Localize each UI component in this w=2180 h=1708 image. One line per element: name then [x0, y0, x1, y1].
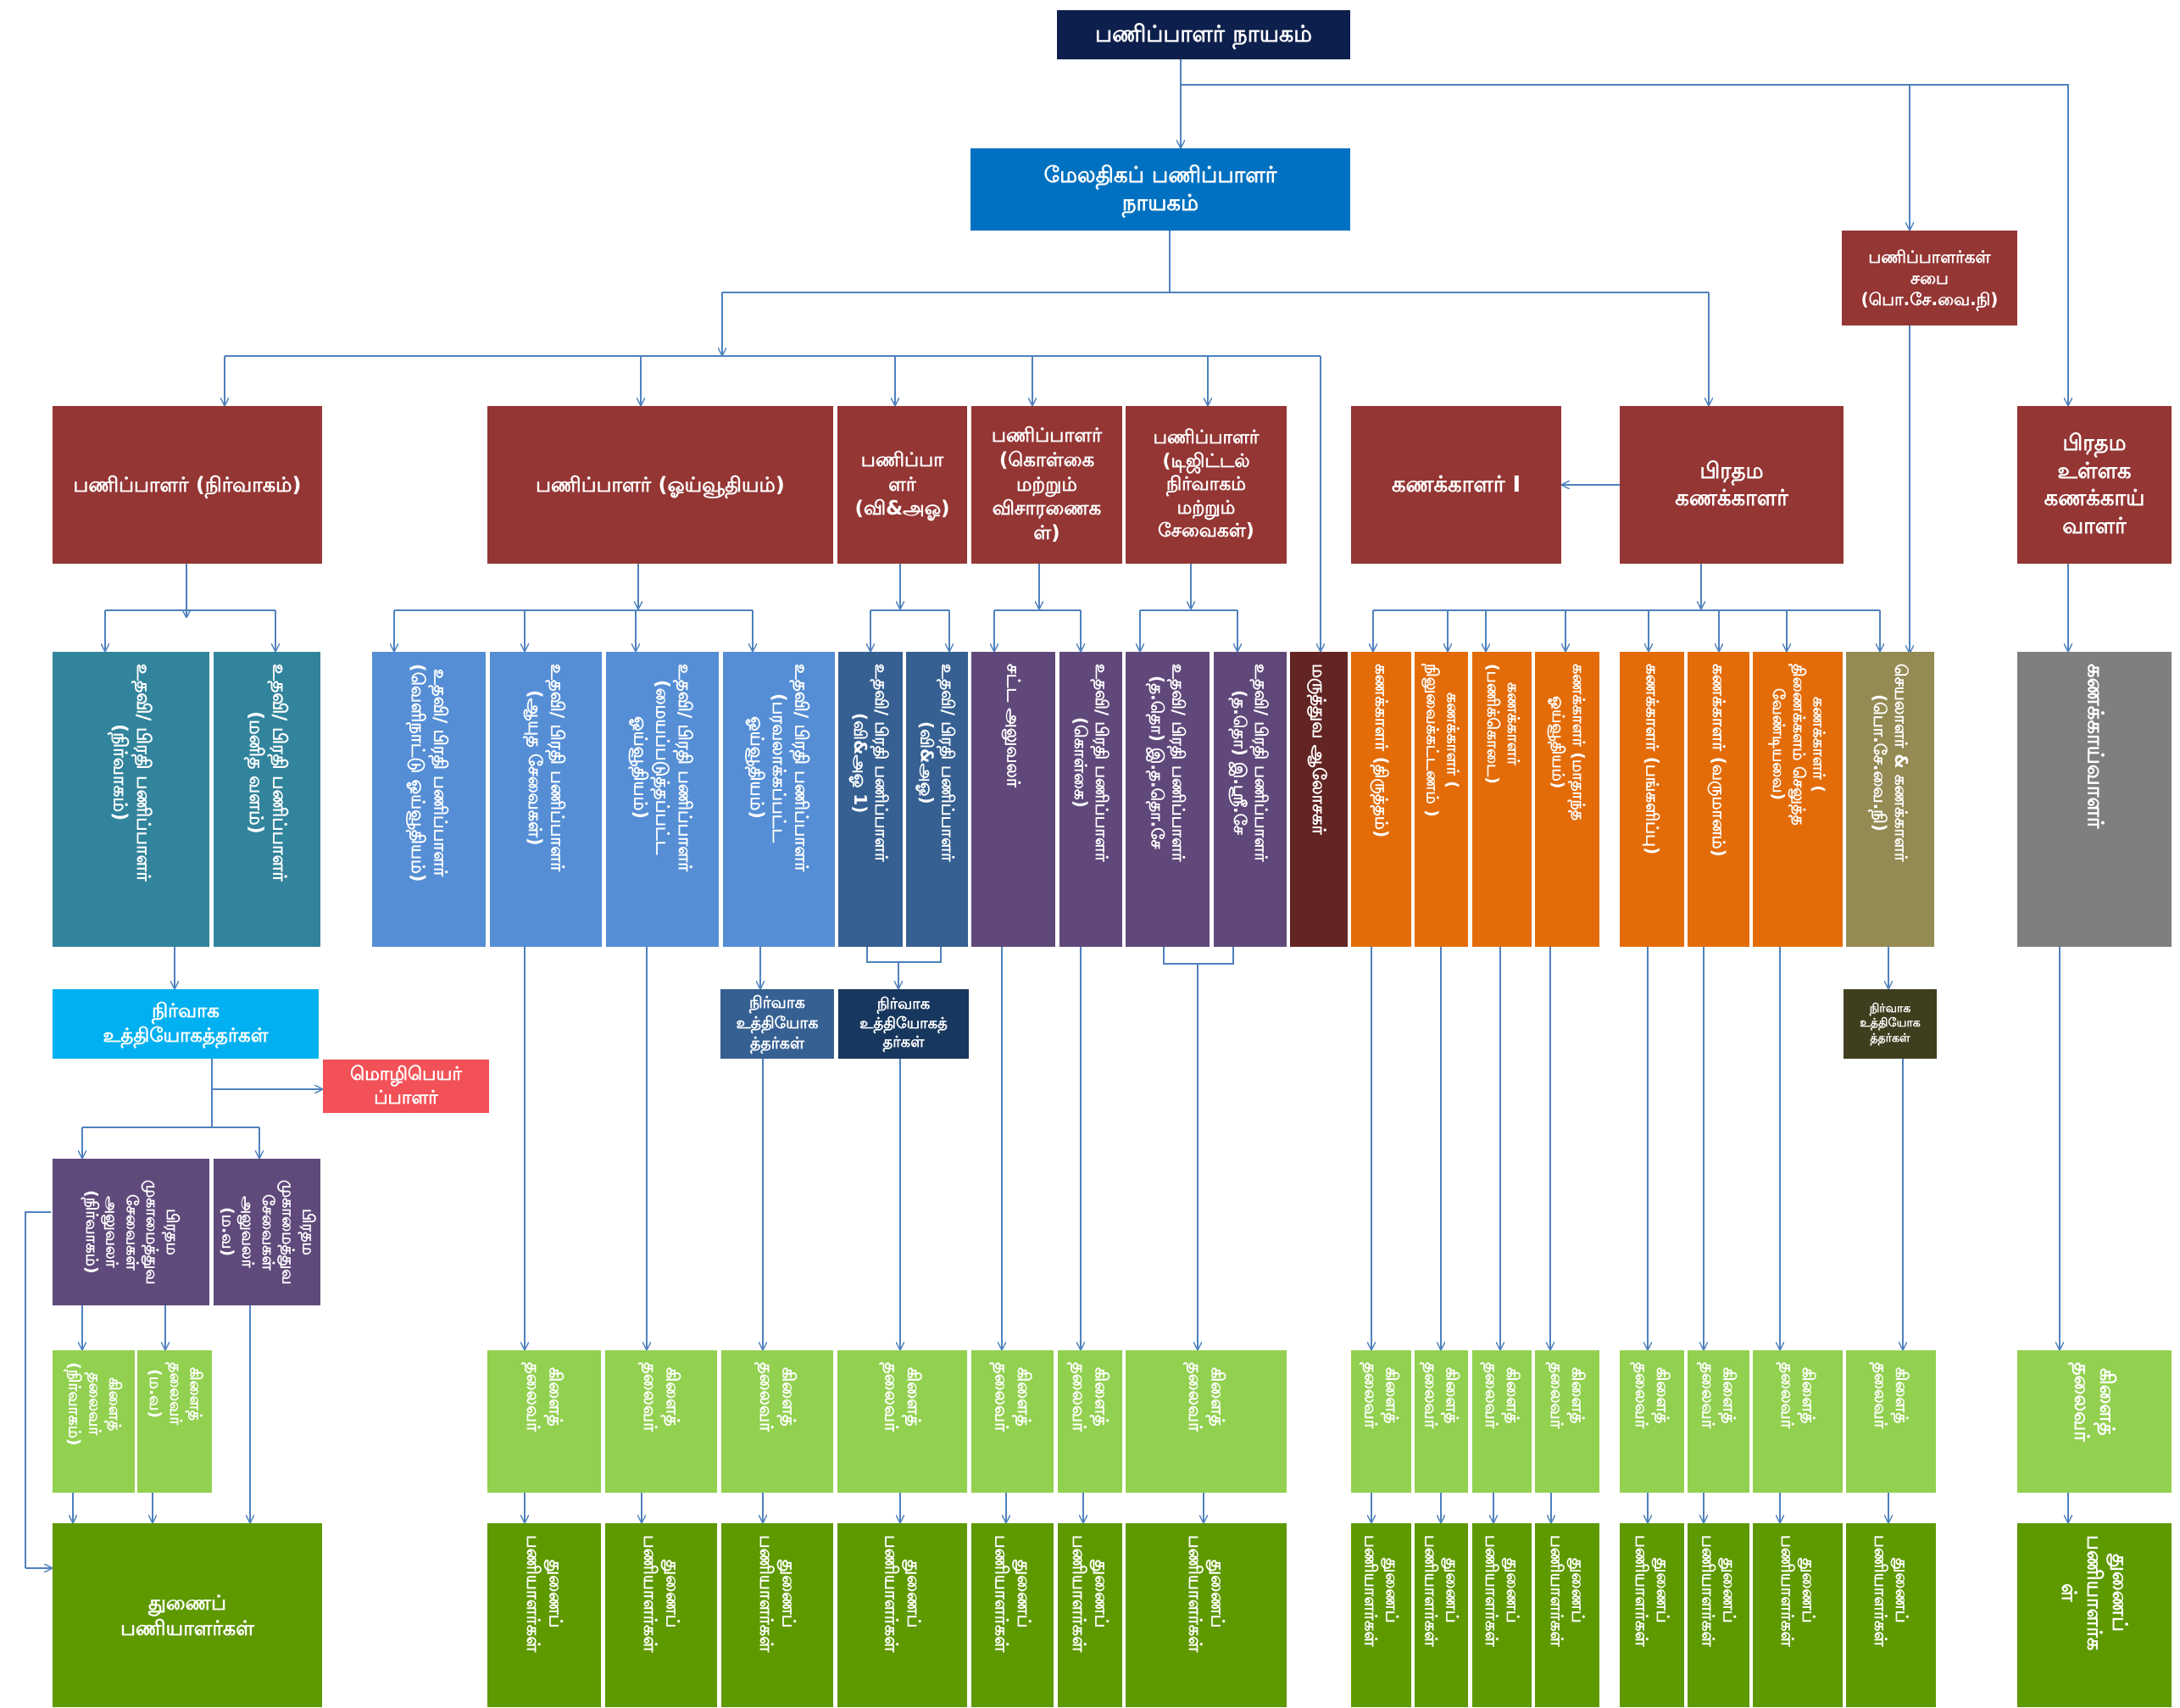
support-staff-audit-box: துணைப் பணியாளர்கள்: [1351, 1523, 1411, 1707]
connector-line: [1163, 947, 1234, 965]
adir-wa-box: உதவி/ பிரதி பணிப்பாளர் (வி&அஓ): [906, 652, 968, 947]
director-policy-box: பணிப்பாளர் (கொள்கை மற்றும் விசாரணைக ள்): [971, 406, 1122, 564]
support-staff-digital-box: துணைப் பணியாளர்கள்: [1126, 1523, 1287, 1707]
support-staff-gratuity-box: துணைப் பணியாளர்கள்: [1472, 1523, 1532, 1707]
secretary-accountant-box: செயலாளர் & கணக்காளர் (பொ.சே.வை.நி): [1846, 652, 1934, 947]
branch-head-admin-box: கிளைத் தலைவர் (நிர்வாகம்): [53, 1350, 135, 1493]
admin-officers-pension-box: நிர்வாக உத்தியோக த்தர்கள்: [720, 989, 834, 1059]
connector-line: [1181, 84, 2069, 220]
support-staff-wa-box: துணைப் பணியாளர்கள்: [837, 1523, 967, 1707]
support-staff-board-box: துணைப் பணியாளர்கள்: [1846, 1523, 1936, 1707]
directors-board-box: பணிப்பாளர்கள் சபை (பொ.சே.வை.நி): [1842, 231, 2017, 325]
admin-officers-box: நிர்வாக உத்தியோகத்தர்கள்: [53, 989, 319, 1059]
legal-officer-box: சட்ட அலுவலர்: [971, 652, 1055, 947]
branch-head-audit-unit-box: கிளைத் தலைவர்: [2017, 1350, 2172, 1493]
support-staff-audit-unit-box: துணைப் பணியாளர்க ள்: [2017, 1523, 2172, 1707]
accountant-dependents-box: கணக்காளர் ( திணைக்களம் செலுத்த வேண்டியவை…: [1753, 652, 1843, 947]
support-staff-policy-box: துணைப் பணியாளர்கள்: [1058, 1523, 1122, 1707]
branch-head-legal-box: கிளைத் தலைவர்: [971, 1350, 1054, 1493]
accountant-audit-box: கணக்காளர் (திருத்தம்): [1351, 652, 1411, 947]
branch-head-decentral-box: கிளைத் தலைவர்: [721, 1350, 833, 1493]
admin-officers-board-box: நிர்வாக உத்தியோக த்தர்கள்: [1844, 989, 1937, 1059]
branch-head-dependents-box: கிளைத் தலைவர்: [1753, 1350, 1843, 1493]
chief-internal-auditor-box: பிரதம உள்ளக கணக்காய் வாளர்: [2017, 406, 2172, 564]
branch-head-policy-box: கிளைத் தலைவர்: [1058, 1350, 1122, 1493]
support-staff-monthly-box: துணைப் பணியாளர்கள்: [1535, 1523, 1599, 1707]
adir-admin-box: உதவி/ பிரதி பணிப்பாளர் (நிர்வாகம்): [53, 652, 209, 947]
additional-registrar-general-box: மேலதிகப் பணிப்பாளர் நாயகம்: [970, 148, 1350, 231]
adir-central-box: உதவி/ பிரதி பணிப்பாளர் (மையப்படுத்தப்பட்…: [606, 652, 719, 947]
branch-head-audit-box: கிளைத் தலைவர்: [1351, 1350, 1411, 1493]
support-staff-revenue-box: துணைப் பணியாளர்கள்: [1688, 1523, 1749, 1707]
adir-wa1-box: உதவி/ பிரதி பணிப்பாளர் (வி&அஓ 1): [838, 652, 903, 947]
accountant-payments-box: கணக்காளர் (பங்களிப்பு): [1620, 652, 1684, 947]
branch-head-board-box: கிளைத் தலைவர்: [1846, 1350, 1936, 1493]
branch-head-central-box: கிளைத் தலைவர்: [605, 1350, 717, 1493]
connector-line: [25, 1211, 51, 1568]
support-staff-reconcile-box: துணைப் பணியாளர்கள்: [1415, 1523, 1468, 1707]
adir-it-services-box: உதவி/ பிரதி பணிப்பாளர் (த.தொ) இ.த.தொ.சே: [1126, 652, 1210, 947]
branch-head-hr-box: கிளைத் தலைவர் (ம.வ): [137, 1350, 212, 1493]
registrar-general-box: பணிப்பாளர் நாயகம்: [1057, 10, 1350, 59]
support-staff-decentral-box: துணைப் பணியாளர்கள்: [721, 1523, 833, 1707]
admin-officers-wa-box: நிர்வாக உத்தியோகத் தர்கள்: [838, 989, 969, 1059]
branch-head-revenue-box: கிளைத் தலைவர்: [1688, 1350, 1749, 1493]
connector-line: [866, 947, 942, 963]
branch-head-monthly-box: கிளைத் தலைவர்: [1535, 1350, 1599, 1493]
accountant-gratuity-box: கணக்காளர் (பணிக்கொடை): [1472, 652, 1532, 947]
accountant-reconcile-box: கணக்காளர் ( நிலுவைக்கட்டணம் ): [1415, 652, 1468, 947]
support-staff-legal-box: துணைப் பணியாளர்கள்: [971, 1523, 1054, 1707]
adir-it-info-box: உதவி/ பிரதி பணிப்பாளர் (த.தொ) இ.ஸ்ரீ.சே: [1214, 652, 1287, 947]
adir-forces-box: உதவி/ பிரதி பணிப்பாளர் (ஆயுத சேவைகள்): [490, 652, 602, 947]
director-wa-box: பணிப்பா ளர் (வி&அஓ): [837, 406, 967, 564]
director-admin-box: பணிப்பாளர் (நிர்வாகம்): [53, 406, 322, 564]
adir-decentral-box: உதவி/ பிரதி பணிப்பாளர் (பரவலாக்கப்பட்ட ஓ…: [723, 652, 835, 947]
branch-head-digital-box: கிளைத் தலைவர்: [1126, 1350, 1287, 1493]
branch-head-payments-box: கிளைத் தலைவர்: [1620, 1350, 1684, 1493]
support-staff-admin-box: துணைப் பணியாளர்கள்: [53, 1523, 322, 1707]
support-staff-central-box: துணைப் பணியாளர்கள்: [605, 1523, 717, 1707]
director-pension-box: பணிப்பாளர் (ஓய்வூதியம்): [487, 406, 833, 564]
adir-policy-box: உதவி/ பிரதி பணிப்பாளர் (கொள்கை): [1059, 652, 1122, 947]
support-staff-dependents-box: துணைப் பணியாளர்கள்: [1753, 1523, 1843, 1707]
chief-mgmt-hr-box: பிரதம முகாமைத்துவ சேவைகள் அலுவலர் (ம.வ): [214, 1159, 320, 1305]
branch-head-wa-box: கிளைத் தலைவர்: [837, 1350, 967, 1493]
support-staff-forces-box: துணைப் பணியாளர்கள்: [487, 1523, 601, 1707]
support-staff-payments-box: துணைப் பணியாளர்கள்: [1620, 1523, 1684, 1707]
director-digital-box: பணிப்பாளர் (டிஜிட்டல் நிர்வாகம் மற்றும் …: [1126, 406, 1287, 564]
chief-mgmt-admin-box: பிரதம முகாமைத்துவ சேவைகள் அலுவலர் (நிர்வ…: [53, 1159, 209, 1305]
translator-box: மொழிபெயர் ப்பாளர்: [323, 1060, 489, 1113]
accountant-1-box: கணக்காளர் I: [1351, 406, 1561, 564]
adir-hr-box: உதவி/ பிரதி பணிப்பாளர் (மனித வளம்): [214, 652, 320, 947]
adir-external-box: உதவி/ பிரதி பணிப்பாளர் (வெளிநாட்டு ஓய்வூ…: [372, 652, 486, 947]
internal-auditor-box: கணக்காய்வாளர்: [2017, 652, 2172, 947]
chief-accountant-box: பிரதம கணக்காளர்: [1620, 406, 1844, 564]
branch-head-reconcile-box: கிளைத் தலைவர்: [1415, 1350, 1468, 1493]
accountant-revenue-box: கணக்காளர் (வருமானம்): [1688, 652, 1749, 947]
branch-head-forces-box: கிளைத் தலைவர்: [487, 1350, 601, 1493]
medical-consultant-box: மருத்துவ ஆலோசகர்: [1290, 652, 1348, 947]
accountant-monthly-box: கணக்காளர் (மாதாந்த ஓய்வூதியம்): [1535, 652, 1599, 947]
branch-head-gratuity-box: கிளைத் தலைவர்: [1472, 1350, 1532, 1493]
